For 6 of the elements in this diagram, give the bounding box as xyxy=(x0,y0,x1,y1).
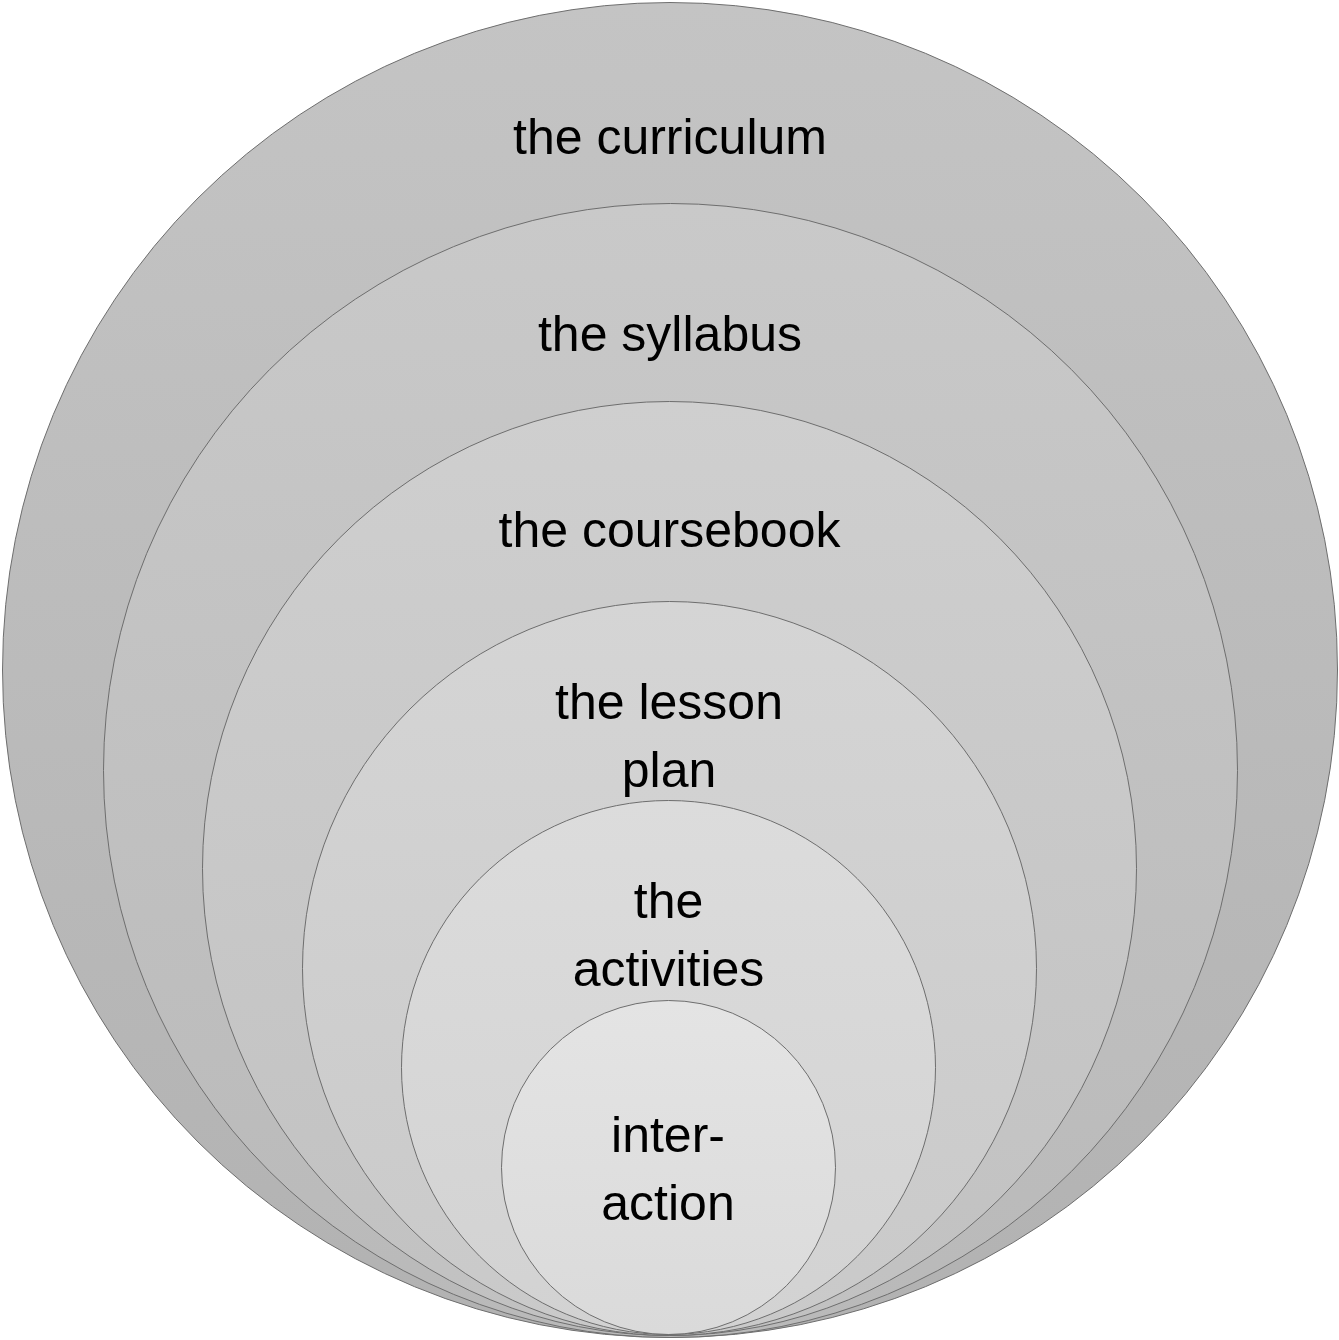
circle-label: inter- action xyxy=(600,1105,736,1233)
circle-label: the syllabus xyxy=(536,304,803,364)
circle-label: the coursebook xyxy=(497,501,842,560)
circle-label: the activities xyxy=(571,872,766,999)
circle-label: the lesson plan xyxy=(554,672,784,800)
circle-label: the curriculum xyxy=(512,108,828,167)
